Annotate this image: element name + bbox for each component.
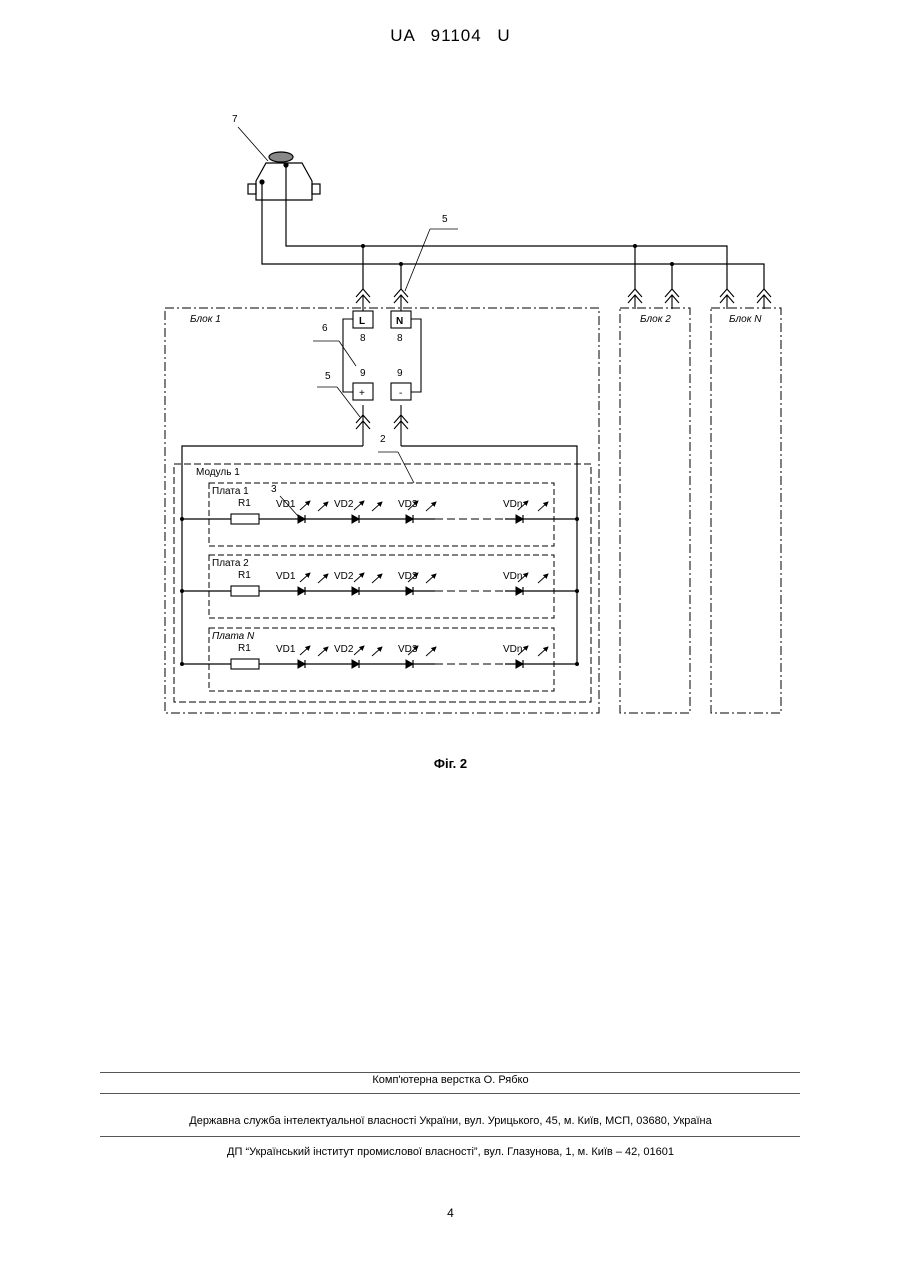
board-3-diode-3-symbol [406, 660, 413, 668]
board-3-diode-2-symbol [352, 660, 359, 668]
callout-3: 3 [271, 484, 277, 495]
board-1-junction-left [180, 517, 184, 521]
board-1-junction-right [575, 517, 579, 521]
boards-group: Плата 1R1VD1VD2VD3VDnПлата 2R1VD1VD2VD3V… [180, 483, 579, 691]
board-3-junction-left [180, 662, 184, 666]
board-1-diode-4-emission-arrow-2 [538, 502, 548, 511]
board-2-resistor-label: R1 [238, 570, 251, 581]
board-1-label: Плата 1 [212, 486, 249, 497]
board-1-diode-2-emission-arrow [354, 501, 364, 510]
board-3-diode-2-emission-arrow [354, 646, 364, 655]
board-3-diode-1-emission-arrow-2 [318, 647, 328, 656]
callout-9-b: 9 [397, 368, 403, 379]
board-2-junction-left [180, 589, 184, 593]
board-2-diode-2-symbol [352, 587, 359, 595]
board-2-diode-2-emission-arrow-2 [372, 574, 382, 583]
terminal-minus: - [399, 388, 402, 399]
board-1-diode-1-emission-arrow-2 [318, 502, 328, 511]
callout-5-top: 5 [442, 214, 448, 225]
terminal-n: N [396, 316, 403, 327]
board-2-diode-4-label: VDn [503, 571, 522, 582]
callout-8-b: 8 [397, 333, 403, 344]
module-label: Модуль 1 [196, 467, 240, 478]
board-1-outline [209, 483, 554, 546]
board-2-diode-1-emission-arrow [300, 573, 310, 582]
board-3-label: Плата N [212, 631, 255, 642]
mains-bus [262, 165, 764, 289]
board-1-diode-1-symbol [298, 515, 305, 523]
board-3-diode-3-emission-arrow-2 [426, 647, 436, 656]
board-2-diode-2-label: VD2 [334, 571, 354, 582]
callout-7-leader [238, 127, 268, 161]
footer-rule-1 [100, 1072, 800, 1073]
board-3-diode-1-label: VD1 [276, 644, 296, 655]
board-1-resistor [231, 514, 259, 524]
board-3-outline [209, 628, 554, 691]
board-1-diode-4-symbol [516, 515, 523, 523]
board-1-diode-2-label: VD2 [334, 499, 354, 510]
converter-wiring [343, 319, 421, 392]
board-1-diode-1-emission-arrow [300, 501, 310, 510]
board-1-diode-3-symbol [406, 515, 413, 523]
board-2-diode-3-symbol [406, 587, 413, 595]
callout-6: 6 [322, 323, 328, 334]
callout-9-a: 9 [360, 368, 366, 379]
board-2-diode-2-emission-arrow [354, 573, 364, 582]
board-2-diode-1-label: VD1 [276, 571, 296, 582]
figure-caption: Фіг. 2 [0, 756, 901, 771]
connector-icons [356, 289, 771, 446]
callout-5-lower: 5 [325, 371, 331, 382]
bus-junctions [361, 244, 674, 266]
board-2-outline [209, 555, 554, 618]
board-2-junction-right [575, 589, 579, 593]
board-2-diode-1-symbol [298, 587, 305, 595]
board-2-resistor [231, 586, 259, 596]
board-2-label: Плата 2 [212, 558, 249, 569]
board-2-diode-3-label: VD3 [398, 571, 418, 582]
board-1-resistor-label: R1 [238, 498, 251, 509]
board-3-resistor [231, 659, 259, 669]
block-1-label: Блок 1 [190, 314, 221, 325]
board-1-diode-3-emission-arrow-2 [426, 502, 436, 511]
footer-rule-3 [100, 1136, 800, 1137]
board-3-diode-1-emission-arrow [300, 646, 310, 655]
board-3-junction-right [575, 662, 579, 666]
board-3-diode-2-label: VD2 [334, 644, 354, 655]
board-3-resistor-label: R1 [238, 643, 251, 654]
callout-2: 2 [380, 434, 386, 445]
board-1-diode-2-emission-arrow-2 [372, 502, 382, 511]
board-1-diode-2-symbol [352, 515, 359, 523]
block-outlines [165, 308, 781, 713]
terminal-plus: + [359, 388, 365, 399]
board-3-diode-4-symbol [516, 660, 523, 668]
board-3-diode-2-emission-arrow-2 [372, 647, 382, 656]
board-3-diode-4-emission-arrow-2 [538, 647, 548, 656]
power-plug [248, 152, 320, 200]
callout-7: 7 [232, 114, 238, 125]
board-1-diode-3-label: VD3 [398, 499, 418, 510]
board-3-diode-4-label: VDn [503, 644, 522, 655]
board-2-diode-1-emission-arrow-2 [318, 574, 328, 583]
board-2-diode-3-emission-arrow-2 [426, 574, 436, 583]
terminal-l: L [359, 316, 365, 327]
block-n-label: Блок N [729, 314, 762, 325]
board-2-diode-4-emission-arrow-2 [538, 574, 548, 583]
footer-line-1: Комп'ютерна верстка О. Рябко [0, 1074, 901, 1086]
board-3-diode-3-label: VD3 [398, 644, 418, 655]
board-1-diode-1-label: VD1 [276, 499, 296, 510]
board-3-diode-1-symbol [298, 660, 305, 668]
board-1-diode-4-label: VDn [503, 499, 522, 510]
board-2-diode-4-symbol [516, 587, 523, 595]
page-number: 4 [0, 1206, 901, 1220]
footer-rule-2 [100, 1093, 800, 1094]
footer-line-2: Державна служба інтелектуальної власност… [0, 1115, 901, 1127]
footer-line-3: ДП “Український інститут промислової вла… [0, 1146, 901, 1158]
callout-8-a: 8 [360, 333, 366, 344]
block-2-label: Блок 2 [640, 314, 671, 325]
